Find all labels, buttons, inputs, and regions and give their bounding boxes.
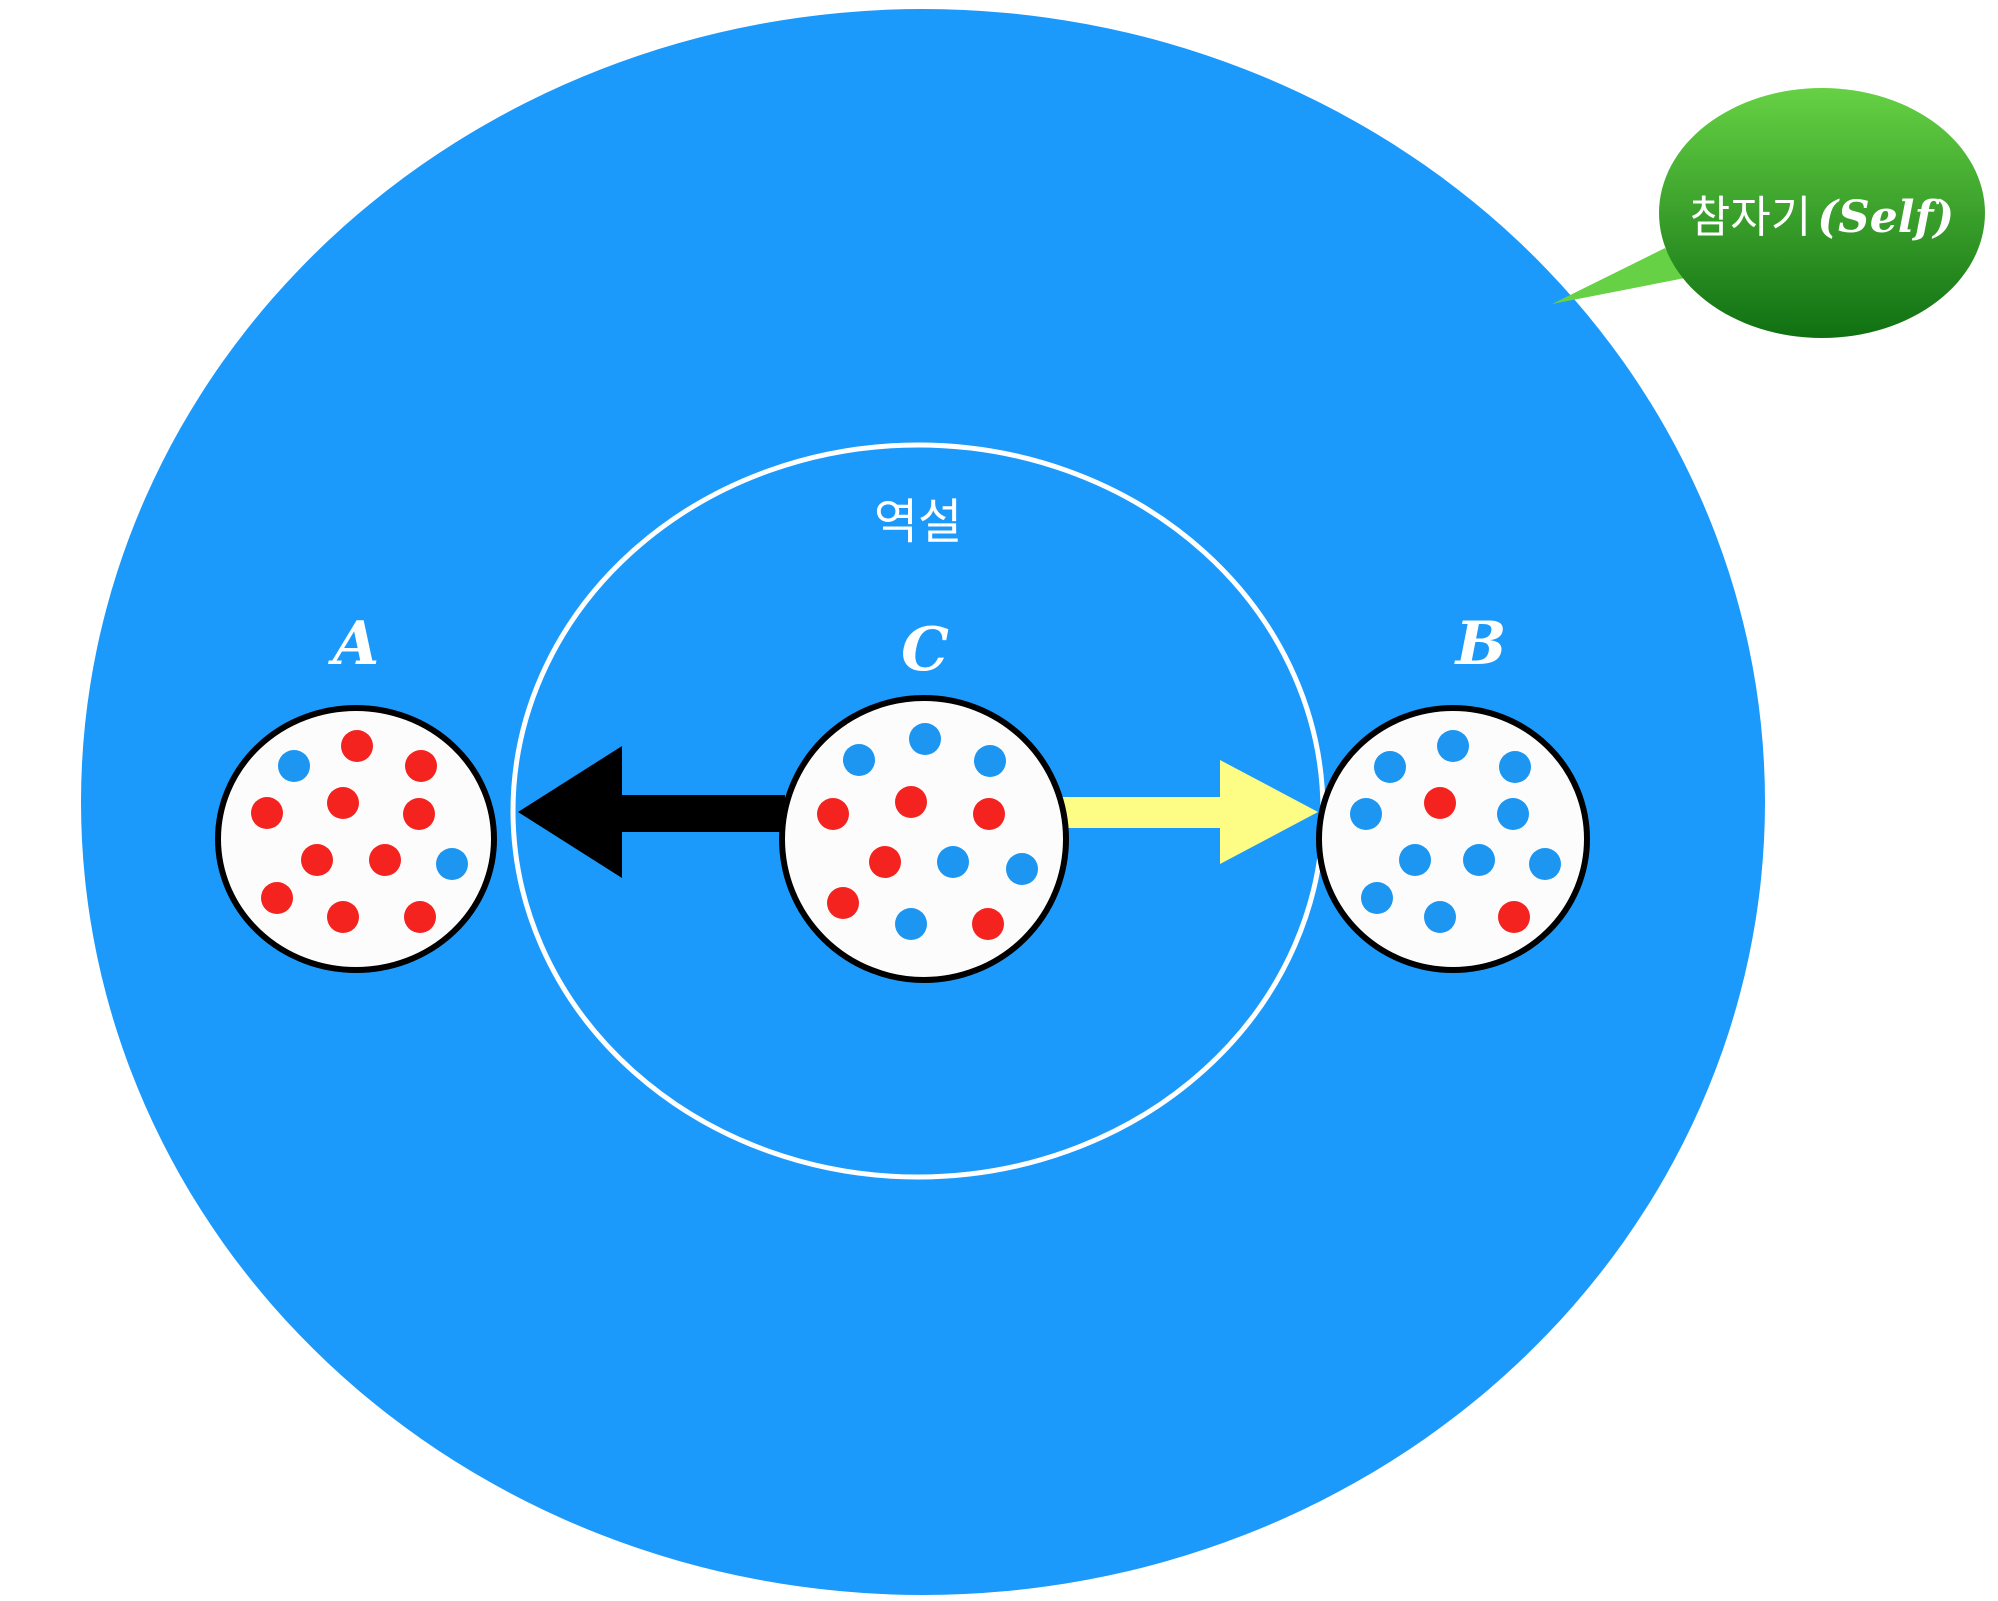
speech-bubble	[1659, 88, 1985, 338]
red-dot	[827, 887, 859, 919]
speech-bubble-tail	[1552, 248, 1685, 304]
blue-dot	[1437, 730, 1469, 762]
red-dot	[261, 882, 293, 914]
red-dot	[301, 844, 333, 876]
blue-dot	[1374, 751, 1406, 783]
red-dot	[403, 798, 435, 830]
red-dot	[404, 901, 436, 933]
red-dot	[341, 730, 373, 762]
circle-b	[1316, 705, 1590, 973]
blue-dot	[1361, 882, 1393, 914]
red-dot	[973, 798, 1005, 830]
red-dot	[895, 786, 927, 818]
circle-c	[779, 695, 1069, 983]
blue-dot	[1006, 853, 1038, 885]
self-label-korean: 참자기	[1690, 192, 1811, 243]
blue-dot	[895, 908, 927, 940]
self-label: 참자기(Self)	[1690, 192, 1955, 243]
blue-dot	[436, 848, 468, 880]
red-dot	[817, 798, 849, 830]
blue-dot	[1350, 798, 1382, 830]
label-c: C	[901, 615, 949, 685]
blue-dot	[937, 846, 969, 878]
blue-dot	[1497, 798, 1529, 830]
red-dot	[369, 844, 401, 876]
paradox-label: 역설	[874, 494, 962, 550]
self-label-english: (Self)	[1817, 192, 1954, 243]
blue-dot	[1424, 901, 1456, 933]
red-dot	[251, 797, 283, 829]
blue-dot	[909, 723, 941, 755]
right-arrow	[1060, 760, 1318, 864]
red-dot	[972, 908, 1004, 940]
red-dot	[327, 787, 359, 819]
blue-dot	[1463, 844, 1495, 876]
left-arrow	[518, 746, 785, 878]
blue-dot	[278, 750, 310, 782]
label-b: B	[1454, 609, 1507, 679]
red-dot	[869, 846, 901, 878]
circle-a	[215, 705, 497, 973]
blue-dot	[1499, 751, 1531, 783]
blue-dot	[843, 744, 875, 776]
red-dot	[405, 750, 437, 782]
red-dot	[327, 901, 359, 933]
label-a: A	[328, 609, 380, 679]
red-dot	[1424, 787, 1456, 819]
blue-dot	[1399, 844, 1431, 876]
red-dot	[1498, 901, 1530, 933]
blue-dot	[974, 745, 1006, 777]
blue-dot	[1529, 848, 1561, 880]
